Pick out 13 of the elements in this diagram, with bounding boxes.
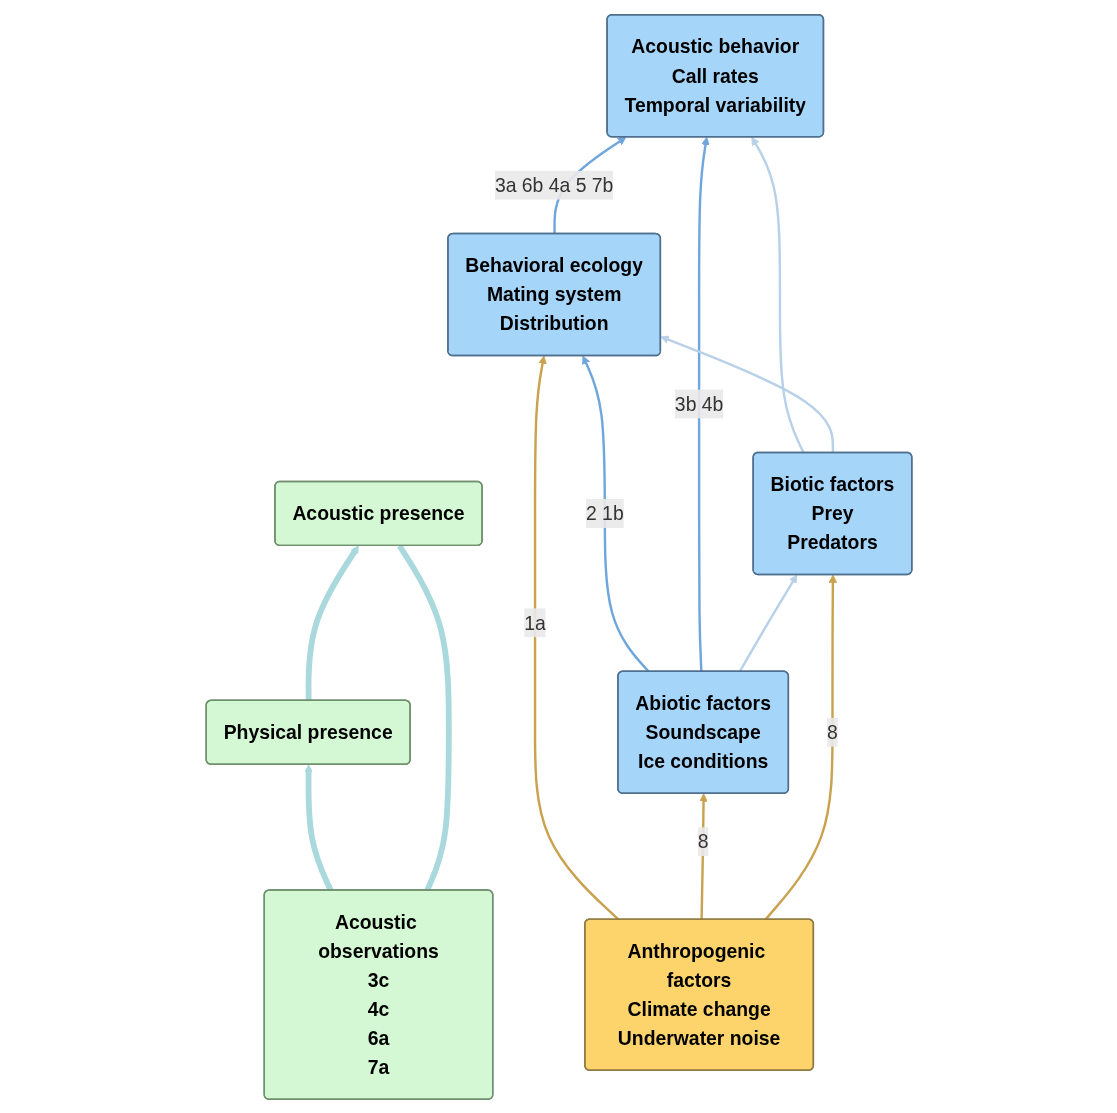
arrow [659, 335, 834, 453]
arrow [533, 355, 619, 920]
edge-label: 1a [523, 611, 546, 633]
arrow [697, 136, 710, 672]
arrow [750, 136, 805, 453]
edge-label: 8 [826, 721, 838, 743]
arrow [305, 545, 359, 701]
edge-label: 3b 4b [674, 392, 723, 415]
arrow [738, 574, 797, 672]
edge-label: 3a 6b 4a 5 7b [494, 174, 613, 196]
edge-label: 2 1b [585, 502, 624, 524]
arrow [764, 574, 837, 920]
edge-label: 8 [697, 830, 709, 852]
